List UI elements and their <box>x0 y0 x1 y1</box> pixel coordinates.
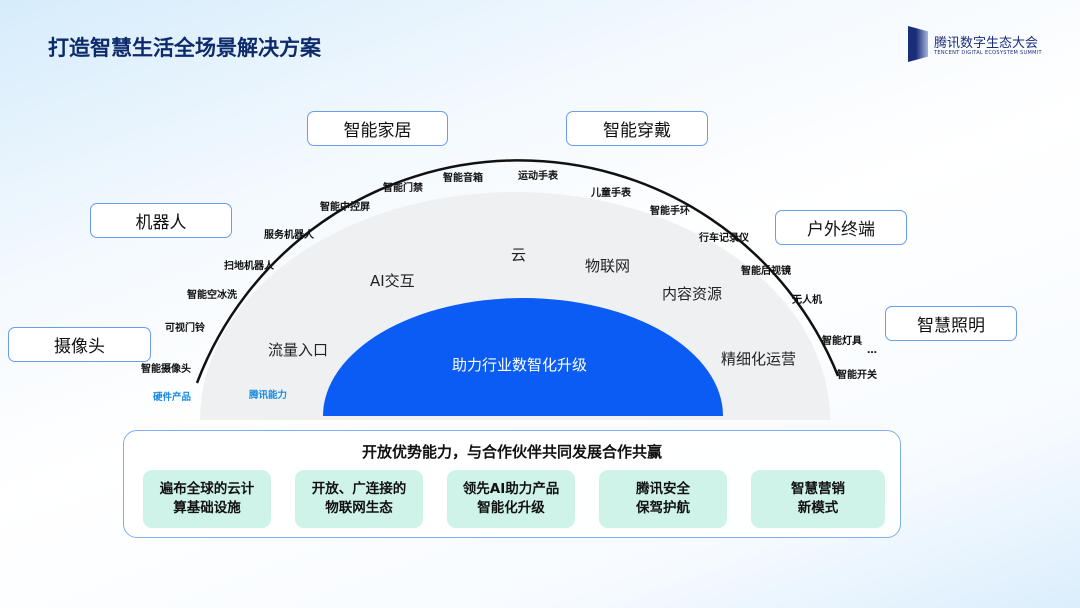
hardware-layer-label: 硬件产品 <box>153 392 192 403</box>
tencent-layer-label: 腾讯能力 <box>249 390 288 401</box>
product-item: 可视门铃 <box>165 323 205 334</box>
product-item: 智能空冰洗 <box>187 290 237 301</box>
product-item: 行车记录仪 <box>699 233 749 244</box>
capability-cloud: 云 <box>511 246 527 264</box>
panel-title: 开放优势能力，与合作伙伴共同发展合作共赢 <box>361 443 662 461</box>
capability-ai: AI交互 <box>370 272 415 290</box>
logo-en: TENCENT DIGITAL ECOSYSTEM SUMMIT <box>934 50 1042 56</box>
logo-cn: 腾讯数字生态大会 <box>934 36 1039 51</box>
card-iot-ecosystem: 开放、广连接的 物联网生态 <box>295 470 423 528</box>
outer-arc-line <box>195 159 840 384</box>
category-wearables: 智能穿戴 <box>566 111 708 146</box>
category-robots: 机器人 <box>90 203 232 238</box>
page-title: 打造智慧生活全场景解决方案 <box>48 36 321 60</box>
partnership-panel: 开放优势能力，与合作伙伴共同发展合作共赢 遍布全球的云计 算基础设施 开放、广连… <box>123 430 901 538</box>
product-item: 智能开关 <box>837 370 877 381</box>
product-item: 智能音箱 <box>443 173 483 184</box>
capability-iot: 物联网 <box>585 257 631 275</box>
capability-content: 内容资源 <box>662 285 723 303</box>
card-ai-products: 领先AI助力产品 智能化升级 <box>447 470 575 528</box>
product-item: 智能后视镜 <box>741 266 791 277</box>
card-cloud-infra: 遍布全球的云计 算基础设施 <box>143 470 271 528</box>
product-item-more: … <box>867 345 877 356</box>
blue-core-dome <box>323 298 723 416</box>
product-item: 无人机 <box>792 295 822 306</box>
product-item: 智能中控屏 <box>320 202 370 213</box>
product-item: 智能灯具 <box>822 336 862 347</box>
category-outdoor: 户外终端 <box>775 210 907 245</box>
card-security: 腾讯安全 保驾护航 <box>599 470 727 528</box>
product-item: 智能门禁 <box>383 183 423 194</box>
card-marketing: 智慧营销 新模式 <box>751 470 885 528</box>
product-item: 儿童手表 <box>591 188 631 199</box>
product-item: 智能摄像头 <box>141 364 191 375</box>
category-smart-home: 智能家居 <box>307 111 448 146</box>
logo-mark-icon <box>908 26 928 62</box>
capability-operations: 精细化运营 <box>721 350 797 368</box>
product-item: 运动手表 <box>518 171 558 182</box>
core-label: 助力行业数智化升级 <box>452 356 588 374</box>
product-item: 智能手环 <box>650 206 690 217</box>
product-item: 服务机器人 <box>264 230 314 241</box>
category-lighting: 智慧照明 <box>885 306 1017 341</box>
tencent-summit-logo: 腾讯数字生态大会 TENCENT DIGITAL ECOSYSTEM SUMMI… <box>908 26 1058 66</box>
category-camera: 摄像头 <box>8 327 151 362</box>
capability-traffic: 流量入口 <box>268 341 329 359</box>
product-item: 扫地机器人 <box>224 261 274 272</box>
